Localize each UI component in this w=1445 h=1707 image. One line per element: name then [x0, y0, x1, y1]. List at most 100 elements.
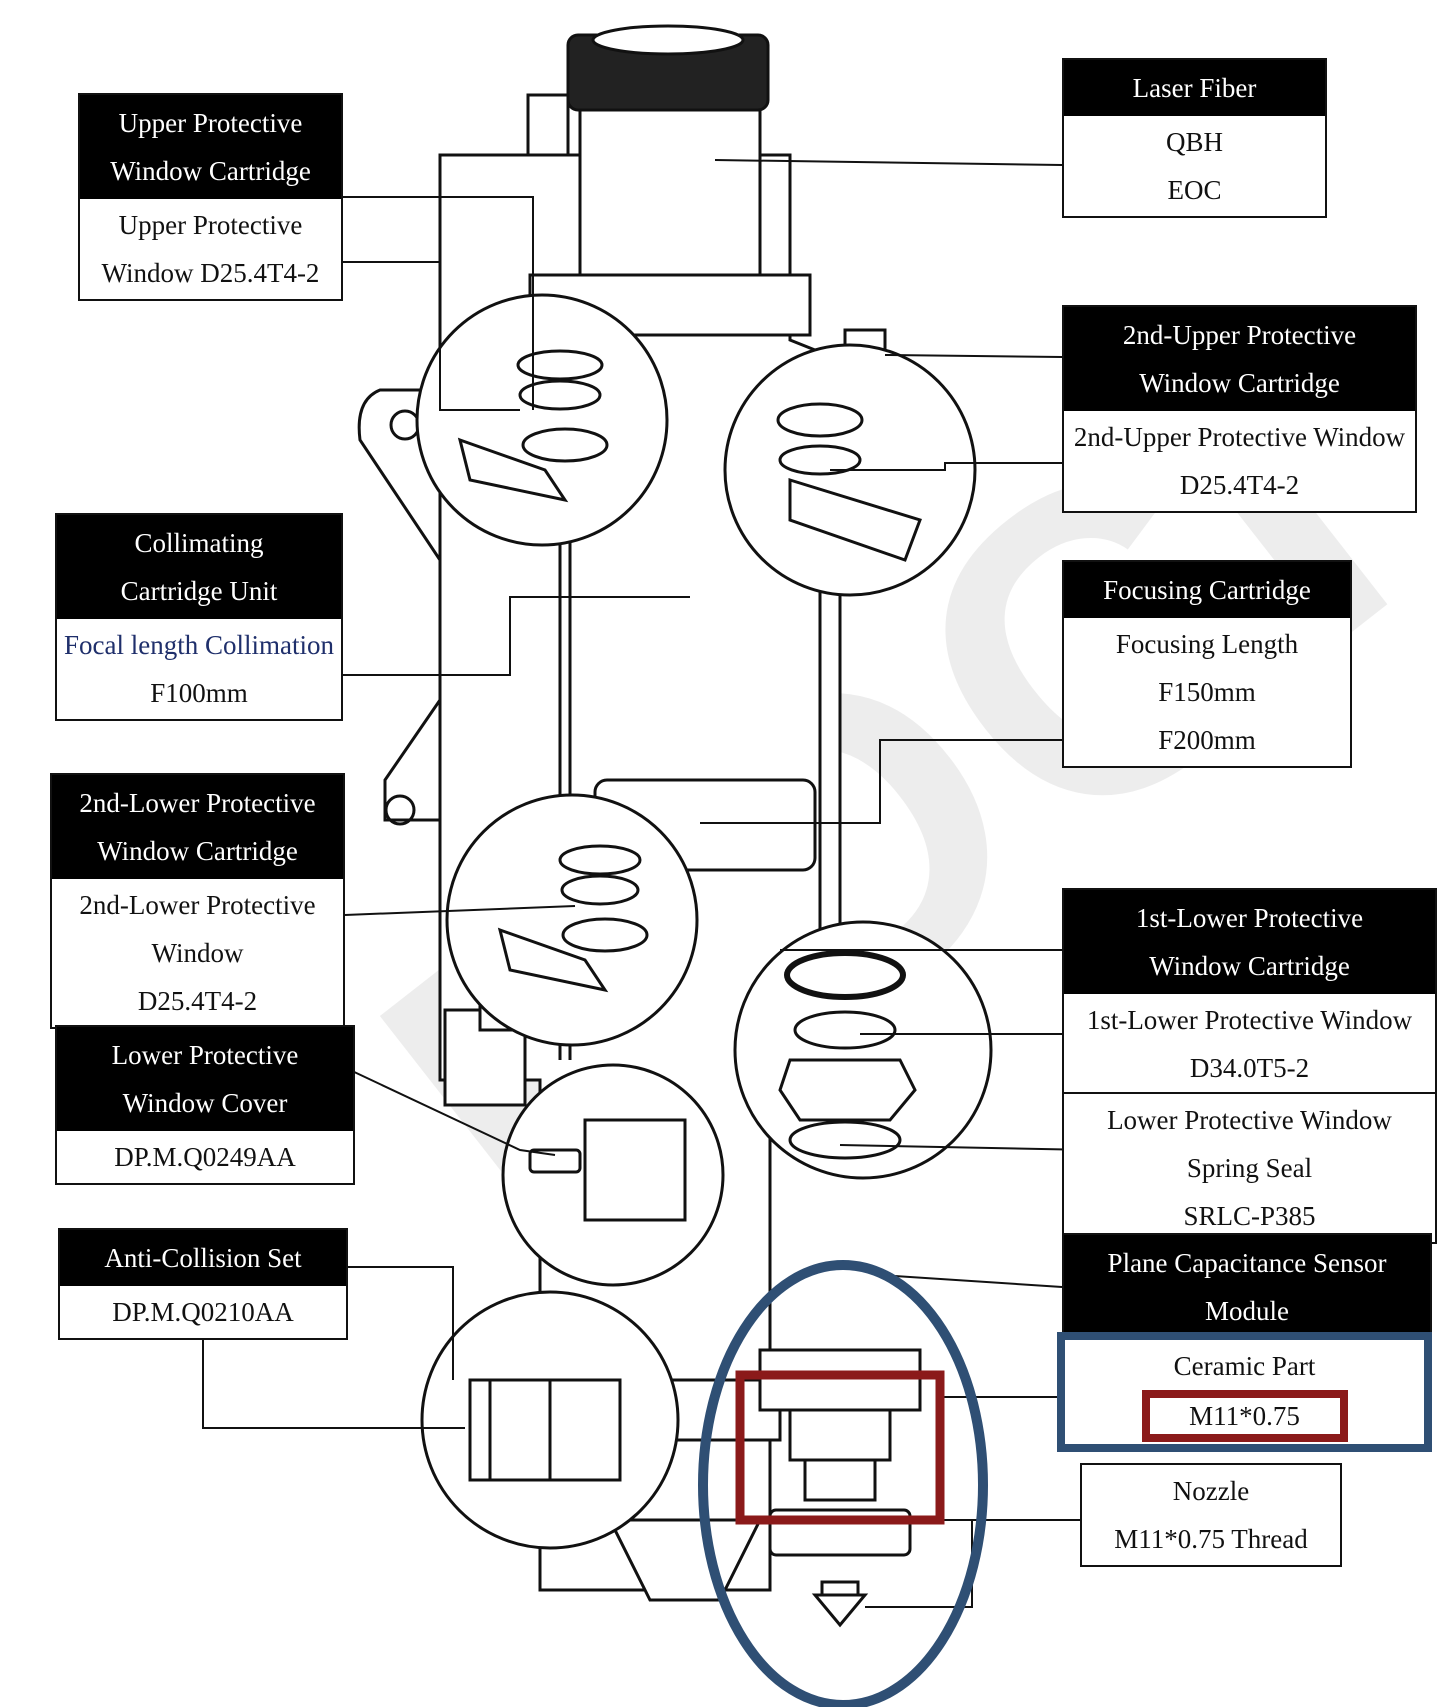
- upper-window-line1: Upper Protective: [118, 210, 303, 240]
- highlight-oval: [698, 1260, 988, 1707]
- laser-fiber-eoc: EOC: [1167, 175, 1222, 205]
- laser-fiber-qbh: QBH: [1165, 127, 1223, 157]
- lower1-title-line2: Window Cartridge: [1149, 951, 1350, 981]
- nozzle-name: Nozzle: [1172, 1476, 1250, 1506]
- lower1-cartridge-title: 1st-Lower Protective Window Cartridge: [1064, 890, 1435, 994]
- lower2-window-line2: Window: [151, 938, 244, 968]
- lower1-window-line2: D34.0T5-2: [1189, 1053, 1310, 1083]
- collimating-title: Collimating Cartridge Unit: [57, 515, 341, 619]
- lower2-title-line1: 2nd-Lower Protective: [79, 788, 316, 818]
- focusing-length-f200: F200mm: [1158, 725, 1256, 755]
- laser-fiber-title: Laser Fiber: [1064, 60, 1325, 116]
- leader-laser-fiber: [714, 159, 1063, 166]
- focusing-title: Focusing Cartridge: [1064, 562, 1350, 618]
- lower-cover-title-line2: Window Cover: [122, 1088, 288, 1118]
- leader-focusing: [700, 739, 1062, 824]
- upper2-cartridge-body: 2nd-Upper Protective Window D25.4T4-2: [1064, 411, 1415, 511]
- detail-lower-cover: [501, 1063, 725, 1287]
- upper-cartridge-title-line1: Upper Protective: [118, 108, 303, 138]
- side-bracket: [357, 388, 442, 822]
- anti-collision-title-line1: Anti-Collision Set: [104, 1243, 302, 1273]
- leader-2nd-upper-window: [830, 462, 1062, 471]
- upper2-cartridge-label: 2nd-Upper Protective Window Cartridge 2n…: [1062, 305, 1417, 513]
- upper2-cartridge-title: 2nd-Upper Protective Window Cartridge: [1064, 307, 1415, 411]
- leader-anti-collision-body: [202, 1320, 465, 1429]
- capacitance-title: Plane Capacitance Sensor Module: [1064, 1235, 1430, 1339]
- laser-fiber-title-line1: Laser Fiber: [1132, 73, 1257, 103]
- focusing-label: Focusing Cartridge Focusing Length F150m…: [1062, 560, 1352, 768]
- anti-collision-title: Anti-Collision Set: [60, 1230, 346, 1286]
- ceramic-thread: M11*0.75: [1141, 1390, 1348, 1442]
- capacitance-title-line1: Plane Capacitance Sensor: [1107, 1248, 1387, 1278]
- upper-cartridge-title: Upper Protective Window Cartridge: [80, 95, 341, 199]
- spring-seal-line3: SRLC-P385: [1183, 1201, 1316, 1231]
- collimating-title-line2: Cartridge Unit: [120, 576, 278, 606]
- lower2-title-line2: Window Cartridge: [97, 836, 298, 866]
- laser-fiber-body: QBH EOC: [1064, 116, 1325, 216]
- upper-cartridge-body: Upper Protective Window D25.4T4-2: [80, 199, 341, 299]
- lower2-window-line3: D25.4T4-2: [137, 986, 258, 1016]
- spring-seal-label: Lower Protective Window Spring Seal SRLC…: [1062, 1092, 1437, 1244]
- capacitance-label: Plane Capacitance Sensor Module: [1062, 1233, 1432, 1341]
- leader-upper-cartridge: [343, 196, 534, 410]
- spring-seal-line2: Spring Seal: [1186, 1153, 1313, 1183]
- lower-cover-body: DP.M.Q0249AA: [57, 1131, 353, 1183]
- spring-seal-body: Lower Protective Window Spring Seal SRLC…: [1064, 1094, 1435, 1242]
- upper2-window-line1: 2nd-Upper Protective Window: [1073, 422, 1406, 452]
- leader-capacitance: [879, 1274, 1063, 1288]
- lower1-cartridge-label: 1st-Lower Protective Window Cartridge 1s…: [1062, 888, 1437, 1096]
- fiber-connector: [578, 108, 762, 292]
- collimating-body: Focal length Collimation F100mm: [57, 619, 341, 719]
- lower-cover-label: Lower Protective Window Cover DP.M.Q0249…: [55, 1025, 355, 1185]
- ceramic-part-name: Ceramic Part: [1173, 1351, 1316, 1381]
- upper2-title-line2: Window Cartridge: [1139, 368, 1340, 398]
- lower1-title-line1: 1st-Lower Protective: [1135, 903, 1364, 933]
- leader-spring-seal: [839, 1144, 1093, 1151]
- upper-cartridge-title-line2: Window Cartridge: [110, 156, 311, 186]
- nozzle-body: Nozzle M11*0.75 Thread: [1082, 1465, 1340, 1565]
- highlight-red-rect: [735, 1370, 945, 1525]
- detail-1st-lower-window: [733, 920, 993, 1180]
- lower-cover-title-line1: Lower Protective: [111, 1040, 299, 1070]
- leader-lower-cover: [349, 1069, 556, 1156]
- collimating-title-line1: Collimating: [134, 528, 264, 558]
- anti-collision-label: Anti-Collision Set DP.M.Q0210AA: [58, 1228, 348, 1340]
- nozzle-label: Nozzle M11*0.75 Thread: [1080, 1463, 1342, 1567]
- capacitance-title-line2: Module: [1205, 1296, 1289, 1326]
- focusing-length-label: Focusing Length: [1115, 629, 1299, 659]
- leader-2nd-upper-cartridge: [884, 354, 1063, 358]
- ceramic-label: Ceramic Part M11*0.75: [1057, 1332, 1432, 1452]
- detail-upper-window: [415, 293, 669, 547]
- focusing-title-line1: Focusing Cartridge: [1103, 575, 1311, 605]
- leader-collimating: [343, 596, 690, 676]
- nozzle-thread: M11*0.75 Thread: [1114, 1524, 1308, 1554]
- upper-window-line2: Window D25.4T4-2: [101, 258, 320, 288]
- lower2-cartridge-body: 2nd-Lower Protective Window D25.4T4-2: [52, 879, 343, 1027]
- leader-anti-collision: [345, 1266, 454, 1380]
- collimating-label: Collimating Cartridge Unit Focal length …: [55, 513, 343, 721]
- lower1-window-line1: 1st-Lower Protective Window: [1086, 1005, 1413, 1035]
- anti-collision-body: DP.M.Q0210AA: [60, 1286, 346, 1338]
- laser-fiber-label: Laser Fiber QBH EOC: [1062, 58, 1327, 218]
- upper2-window-line2: D25.4T4-2: [1179, 470, 1300, 500]
- lower2-cartridge-title: 2nd-Lower Protective Window Cartridge: [52, 775, 343, 879]
- lower-cover-part-number: DP.M.Q0249AA: [114, 1142, 296, 1172]
- upper2-title-line1: 2nd-Upper Protective: [1122, 320, 1357, 350]
- leader-upper-window: [343, 261, 520, 411]
- spring-seal-line1: Lower Protective Window: [1107, 1105, 1392, 1135]
- focusing-body: Focusing Length F150mm F200mm: [1064, 618, 1350, 766]
- lower2-window-line1: 2nd-Lower Protective: [79, 890, 316, 920]
- lower2-cartridge-label: 2nd-Lower Protective Window Cartridge 2n…: [50, 773, 345, 1029]
- ceramic-body: Ceramic Part M11*0.75: [1065, 1340, 1424, 1444]
- lower1-cartridge-body: 1st-Lower Protective Window D34.0T5-2: [1064, 994, 1435, 1094]
- anti-collision-part-number: DP.M.Q0210AA: [112, 1297, 294, 1327]
- collimation-focal-length: Focal length Collimation: [64, 630, 334, 660]
- lower-cover-title: Lower Protective Window Cover: [57, 1027, 353, 1131]
- collimation-value: F100mm: [150, 678, 248, 708]
- leader-2nd-lower: [344, 905, 576, 916]
- detail-2nd-lower-window: [445, 793, 699, 1047]
- focusing-length-f150: F150mm: [1158, 677, 1256, 707]
- upper-cartridge-label: Upper Protective Window Cartridge Upper …: [78, 93, 343, 301]
